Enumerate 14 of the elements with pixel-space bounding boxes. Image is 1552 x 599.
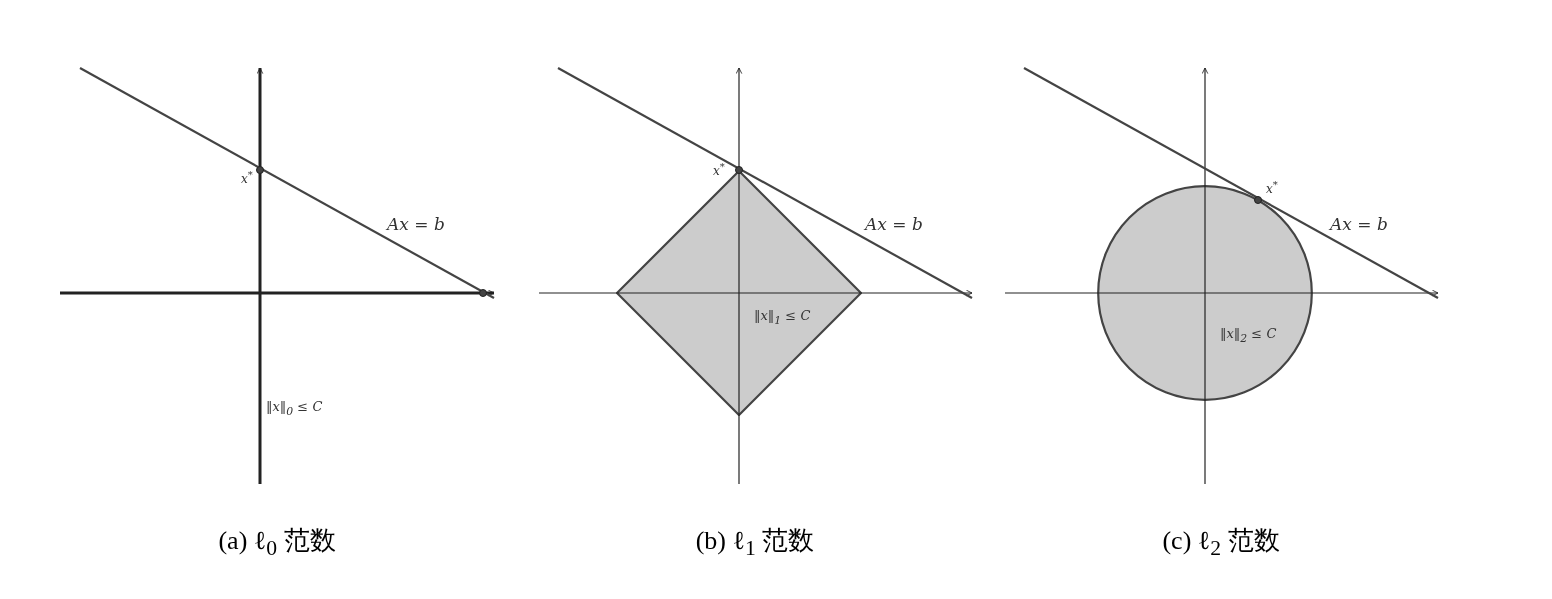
constraint-label: ‖x‖$_{2}$ ≤ C — [1220, 327, 1277, 345]
point-label: x$^{*}$ — [713, 162, 725, 177]
panel-caption: (c) ℓ$_{2}$ 范数 — [1162, 528, 1280, 560]
panel-caption: (a) ℓ$_{0}$ 范数 — [218, 528, 336, 560]
constraint-label: ‖x‖$_{0}$ ≤ C — [266, 400, 323, 418]
diamond-region — [616, 170, 862, 416]
line-label: Ax = b — [1330, 216, 1388, 233]
constraint-label: ‖x‖$_{1}$ ≤ C — [754, 309, 811, 327]
panel-caption: (b) ℓ$_{1}$ 范数 — [695, 528, 815, 560]
line-label: Ax = b — [865, 216, 923, 233]
point-label: x$^{*}$ — [1266, 180, 1278, 195]
circle-region — [1097, 185, 1313, 401]
point-label: x$^{*}$ — [241, 170, 253, 185]
line-label: Ax = b — [387, 216, 445, 233]
